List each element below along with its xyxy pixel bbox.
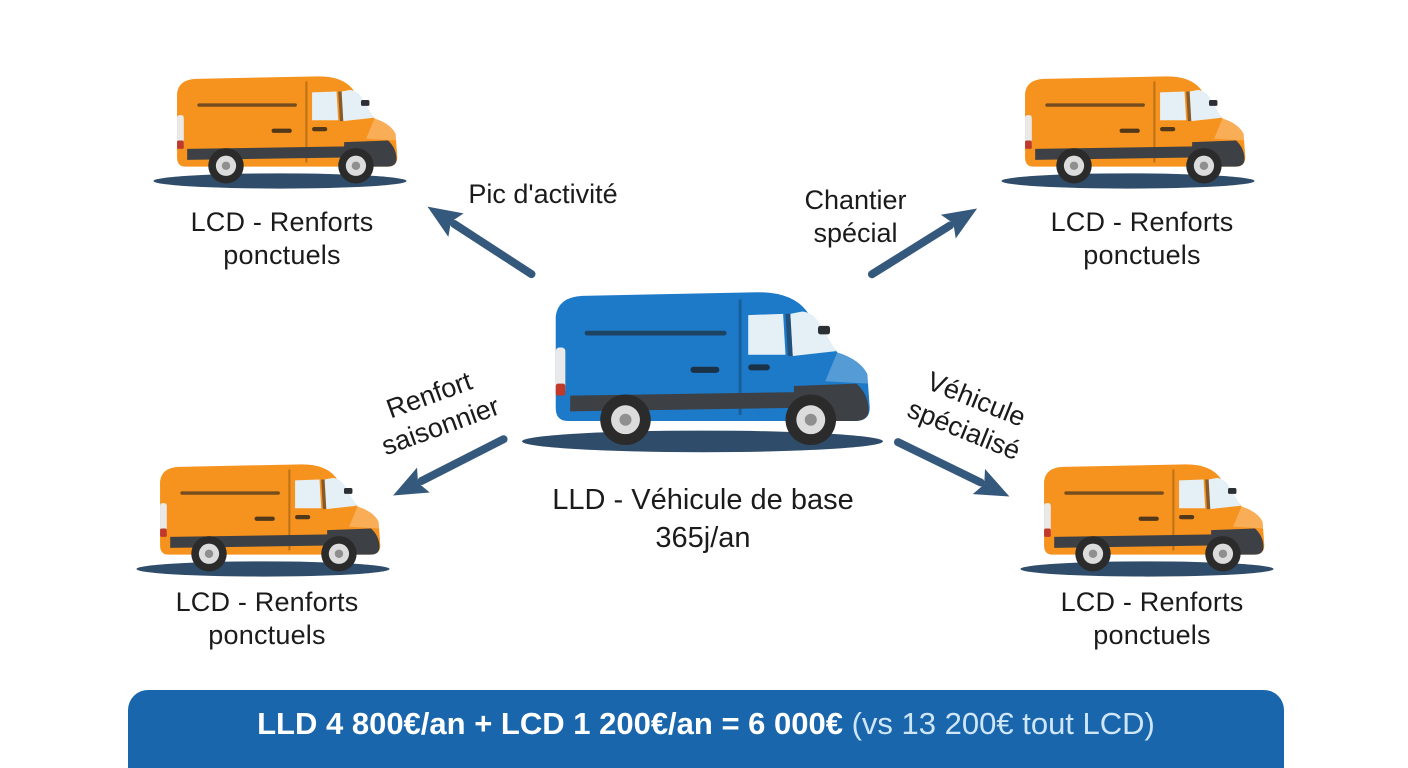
center-van-label-line2: 365j/an bbox=[655, 521, 751, 554]
van-label-top-left: LCD - Renforts ponctuels bbox=[190, 207, 374, 270]
arrow-label-chantier-special: Chantier spécial bbox=[804, 185, 907, 248]
van-lcd-bottom-right bbox=[1012, 450, 1282, 585]
center-van-label-line1: LLD - Véhicule de base bbox=[552, 484, 854, 516]
van-lld-center bbox=[510, 272, 895, 464]
cost-summary-text: LLD 4 800€/an + LCD 1 200€/an = 6 000€ (… bbox=[257, 706, 1155, 742]
van-label-bottom-left: LCD - Renforts ponctuels bbox=[175, 587, 359, 650]
van-label-top-right: LCD - Renforts ponctuels bbox=[1050, 207, 1234, 270]
cost-summary-secondary: (vs 13 200€ tout LCD) bbox=[851, 706, 1155, 741]
van-lcd-bottom-left bbox=[128, 450, 398, 585]
van-label-bottom-right: LCD - Renforts ponctuels bbox=[1060, 587, 1244, 650]
arrow-label-pic-activite: Pic d'activité bbox=[468, 179, 618, 209]
cost-summary-main: LLD 4 800€/an + LCD 1 200€/an = 6 000€ bbox=[257, 706, 852, 741]
cost-summary-banner: LLD 4 800€/an + LCD 1 200€/an = 6 000€ (… bbox=[128, 690, 1284, 768]
van-lcd-top-right bbox=[993, 62, 1263, 197]
van-lcd-top-left bbox=[145, 62, 415, 197]
center-van-label: LLD - Véhicule de base 365j/an bbox=[503, 482, 903, 557]
